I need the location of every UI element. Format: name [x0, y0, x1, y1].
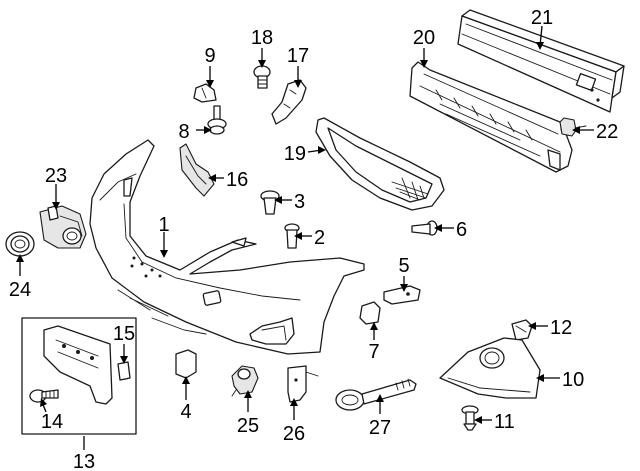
callout-12: 12 — [550, 317, 572, 339]
part-7-nut — [359, 301, 381, 325]
callout-22: 22 — [596, 121, 618, 143]
part-22-bolt — [559, 117, 587, 137]
part-17-bracket — [271, 79, 307, 125]
part-5-retainer — [383, 285, 421, 305]
part-18-bolt — [253, 65, 271, 89]
part-9-clip — [193, 83, 217, 103]
part-15-clip — [117, 361, 131, 381]
callout-10: 10 — [562, 369, 584, 391]
callout-6: 6 — [456, 219, 467, 241]
part-4-cover — [175, 349, 197, 379]
part-26-bracket — [287, 365, 319, 403]
part-23-sensor — [39, 205, 87, 249]
part-11-pin — [461, 405, 479, 431]
part-21-impact-bar — [457, 9, 625, 113]
part-19-lower-grille — [315, 117, 445, 211]
callout-26: 26 — [283, 423, 305, 445]
callout-18: 18 — [251, 27, 273, 49]
leader-arrowheads — [16, 42, 580, 424]
callout-2: 2 — [314, 227, 325, 249]
callout-13: 13 — [73, 451, 95, 471]
part-3-clip — [260, 190, 280, 215]
part-12-clip — [511, 319, 533, 341]
callout-labels: 1 2 3 4 5 6 7 8 9 10 11 12 13 14 15 16 1… — [9, 7, 618, 471]
part-25-sensor — [231, 365, 259, 397]
part-16-bracket — [179, 143, 215, 197]
callout-16: 16 — [226, 169, 248, 191]
callout-21: 21 — [531, 7, 553, 29]
callout-3: 3 — [294, 191, 305, 213]
callout-19: 19 — [284, 143, 306, 165]
part-14-screw — [29, 389, 59, 403]
part-6-clip — [411, 220, 438, 236]
part-1-bumper-cover — [89, 139, 365, 355]
part-2-clip — [284, 223, 300, 249]
callout-17: 17 — [287, 45, 309, 67]
part-8-bolt — [207, 105, 227, 135]
callout-23: 23 — [45, 165, 67, 187]
callout-7: 7 — [368, 341, 379, 363]
callout-27: 27 — [369, 417, 391, 439]
callout-14: 14 — [41, 411, 63, 433]
callout-11: 11 — [494, 411, 515, 433]
callout-20: 20 — [413, 27, 435, 49]
callout-15: 15 — [113, 323, 135, 345]
callout-5: 5 — [398, 255, 409, 277]
callout-9: 9 — [204, 45, 215, 67]
part-24-ring — [5, 231, 35, 257]
part-27-tow-eye — [335, 378, 417, 411]
callout-8: 8 — [178, 121, 189, 143]
callout-4: 4 — [180, 401, 191, 423]
callout-25: 25 — [237, 415, 259, 437]
part-10-bezel — [439, 337, 541, 399]
part-20-absorber — [409, 61, 573, 173]
callout-24: 24 — [9, 279, 31, 301]
part-13-license-bracket — [43, 325, 113, 405]
callout-1: 1 — [158, 214, 169, 236]
